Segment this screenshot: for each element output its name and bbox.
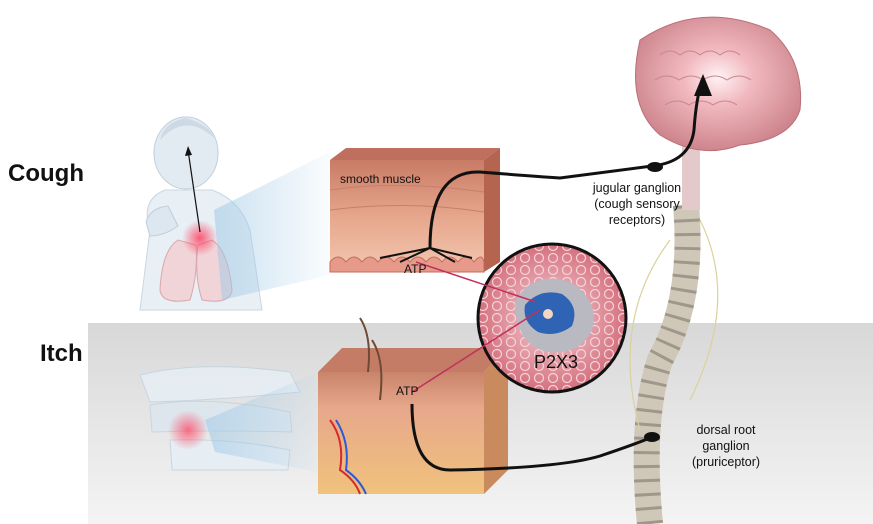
atp-skin-label: ATP <box>396 384 418 398</box>
dorsal-root-ganglion-label: dorsal root ganglion (pruriceptor) <box>676 422 776 470</box>
dorsal-line-1: dorsal root <box>676 422 776 438</box>
brain-icon <box>636 17 801 150</box>
dorsal-line-3: (pruriceptor) <box>676 454 776 470</box>
atp-airway-label: ATP <box>404 262 426 276</box>
jugular-ganglion-label: jugular ganglion (cough sensory receptor… <box>576 180 698 228</box>
dorsal-line-2: ganglion <box>676 438 776 454</box>
airway-block-icon <box>330 148 500 272</box>
jugular-line-1: jugular ganglion <box>576 180 698 196</box>
p2x3-label: P2X3 <box>534 352 578 373</box>
dorsal-root-ganglion <box>644 432 660 442</box>
itch-label: Itch <box>40 340 83 368</box>
jugular-line-3: receptors) <box>576 212 698 228</box>
cough-zoom-beam <box>214 152 330 300</box>
smooth-muscle-label: smooth muscle <box>340 172 421 186</box>
jugular-ganglion <box>647 162 663 172</box>
cough-label: Cough <box>8 160 84 188</box>
jugular-line-2: (cough sensory <box>576 196 698 212</box>
